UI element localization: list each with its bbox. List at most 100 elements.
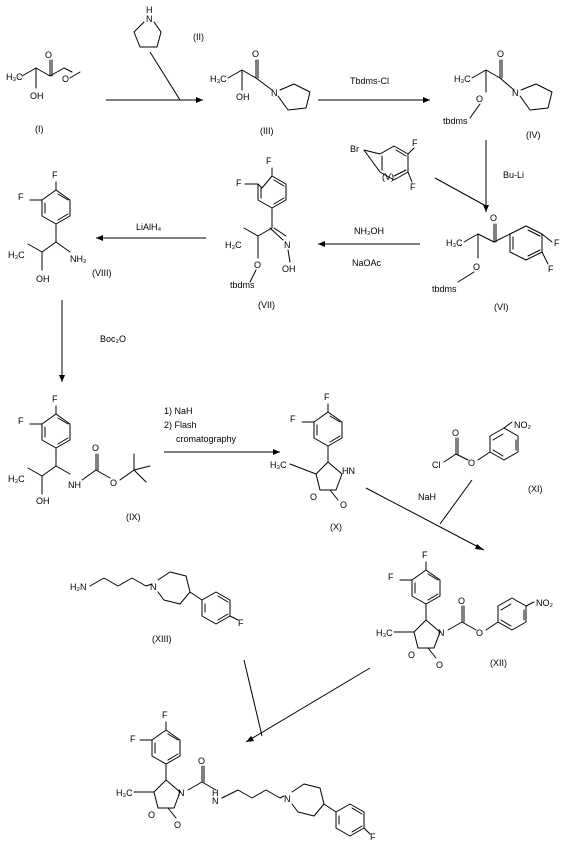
label-oh: OH [36,496,50,506]
label-o: O [148,810,155,820]
label-n: N [284,240,291,250]
label-o: O [110,478,117,488]
label-h3c: H₃C [116,788,133,798]
reagent-buli: Bu-Li [503,170,524,180]
bond-path [291,783,371,837]
bond-path [221,789,285,799]
bond-path [407,147,415,155]
label-o: O [497,49,504,59]
compound-VIII: F F H₃C NH₂ OH (VIII) [8,170,112,284]
compound-IX: F F H₃C NH O O OH (IX) [8,394,151,522]
bond-path [509,225,543,261]
label-cl: Cl [432,460,441,470]
reagent-flash: 2) Flash [164,420,197,430]
bond-path [407,171,413,183]
bond-path [227,59,273,91]
label-o: O [310,492,317,502]
reagent-boc2o: Boc₂O [100,334,126,344]
bond-path [249,269,257,283]
bond-path [139,721,181,765]
label-f: F [548,264,554,274]
arrowhead [59,375,65,382]
label-no2: NO₂ [514,420,532,430]
bond-path [69,71,81,79]
label-h3c: H₃C [270,460,287,470]
compound-XI: Cl O O NO₂ (XI) [432,420,543,525]
label-nh: NH [68,480,81,490]
bond-path [541,251,549,265]
label-oh: OH [282,264,296,274]
arrowhead [483,205,489,212]
bond-path [287,249,291,263]
label-o: O [458,596,465,606]
label-f: F [238,618,244,628]
label-h3c: H₃C [210,74,227,84]
bond-path [363,145,409,181]
label-h3c: H₃C [376,628,393,638]
bond-path [29,405,71,449]
label-o: O [174,820,181,830]
label-nh2: NH₂ [70,254,87,264]
bond-path [477,427,519,461]
label-o: O [198,756,205,766]
label-f: F [388,572,394,582]
label-o: O [476,94,483,104]
compound-VI: H₃C O F F O tbdms (VI) [432,213,560,312]
arrow-10 [245,667,371,743]
reaction-arrow [434,177,487,207]
label-f: F [266,156,272,166]
label-h: H [212,788,219,798]
label-no2: NO₂ [536,598,554,608]
label-h3c: H₃C [454,74,471,84]
bond-path [29,181,71,225]
label-f: F [554,238,560,248]
label-f: F [52,170,58,180]
label-X: (X) [330,522,342,532]
atom-o: O [45,50,52,60]
label-IX: (IX) [126,512,141,522]
reagent-naoac: NaOAc [352,258,382,268]
label-tbdms: tbdms [443,116,468,126]
bond-path [133,21,162,48]
label-f: F [370,832,376,842]
compound-III: H₃C O N OH (III) [210,49,311,136]
bond-path [301,403,343,447]
arrow-9 [243,659,263,737]
label-V: (V) [382,172,394,182]
label-n: N [271,88,278,98]
label-tbdms: tbdms [432,284,457,294]
atom-oh: OH [30,91,44,101]
label-III: (III) [260,126,274,136]
reagent-chrom: cromatography [176,434,237,444]
label-XIII: (XIII) [152,634,172,644]
compound-VII: F F H₃C N OH O tbdms (VII) [225,156,296,310]
arrowhead [96,235,103,241]
label-br: Br [350,144,359,154]
bond-path [503,421,513,429]
atom-o: O [62,74,69,84]
bond-path [27,223,71,253]
label-f: F [410,182,416,192]
label-f: F [422,550,428,560]
label-o: O [340,500,347,510]
label-f: F [412,138,418,148]
bond-path [119,453,151,483]
atom-h3c: H₃C [6,72,23,82]
label-h3c: H₃C [8,474,25,484]
label-n: N [178,788,185,798]
bond-path [469,103,481,119]
reagent-lialh4: LiAlH₄ [136,222,162,232]
label-o: O [92,443,99,453]
label-VI: (VI) [494,302,509,312]
label-VIII: (VIII) [92,268,112,278]
label-I: (I) [35,124,44,134]
arrowhead [246,736,254,742]
label-f: F [130,734,136,744]
label-VII: (VII) [258,300,275,310]
bond-path [485,597,527,631]
label-o: O [252,49,259,59]
label-hn: HN [342,466,355,476]
label-n: N [284,794,291,804]
label-f: F [162,710,168,720]
